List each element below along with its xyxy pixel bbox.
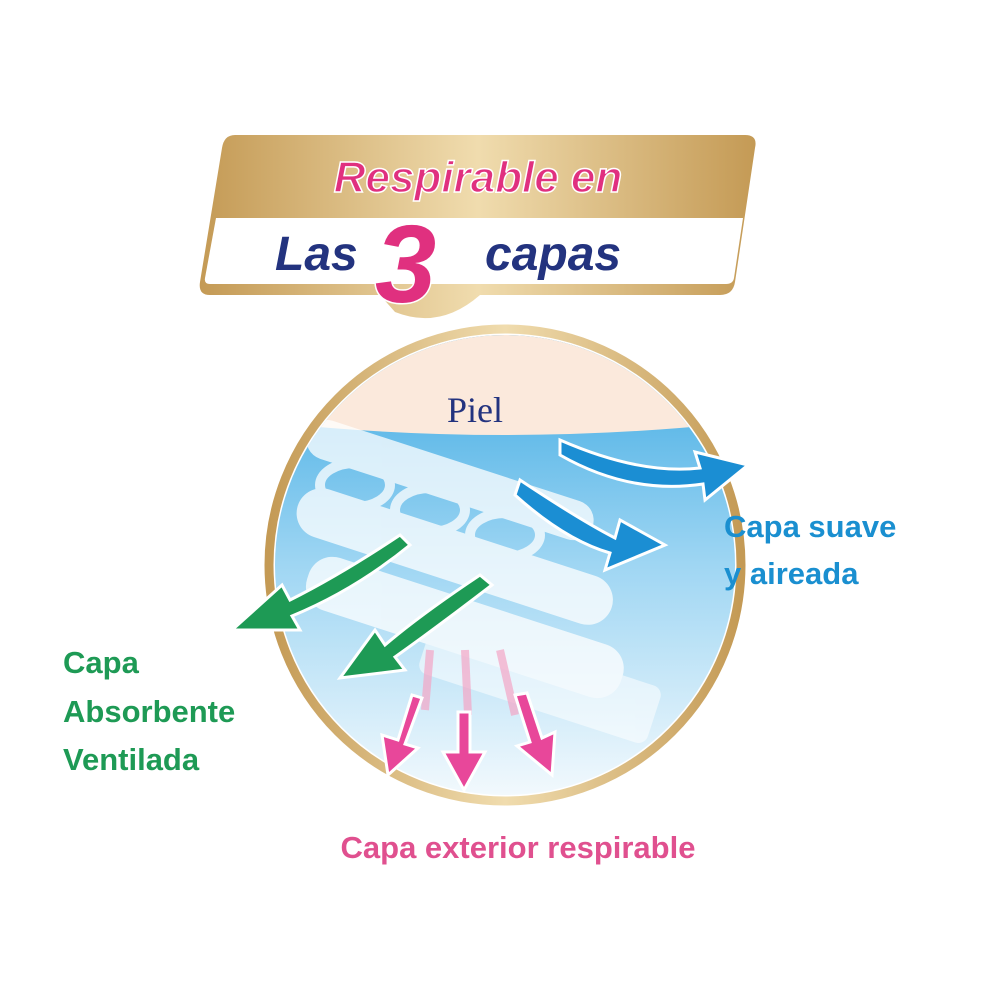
- svg-text:Ventilada: Ventilada: [63, 742, 200, 777]
- layers-circle: Piel: [264, 324, 746, 806]
- svg-text:Capa suave: Capa suave: [724, 509, 896, 544]
- green-arrows: [228, 533, 495, 680]
- diaper-layers-illustration: [275, 335, 735, 744]
- banner-las: Las: [275, 228, 358, 281]
- blue-arrow-icon: [558, 437, 752, 503]
- pink-arrow-icon: [513, 691, 557, 779]
- skin-area: [275, 335, 735, 435]
- svg-text:y aireada: y aireada: [724, 556, 859, 591]
- pink-arrow-icon: [380, 693, 424, 778]
- title-banner: Respirable en Las 3 capas: [199, 135, 756, 328]
- absorbent-layer-label: Capa Absorbente Ventilada: [63, 645, 235, 777]
- svg-text:Absorbente: Absorbente: [63, 694, 235, 729]
- soft-layer-label: Capa suave y aireada: [724, 509, 896, 591]
- green-arrow-icon: [336, 573, 495, 680]
- banner-number: 3: [375, 203, 436, 326]
- svg-text:Capa: Capa: [63, 645, 140, 680]
- pink-arrow-icon: [440, 710, 488, 794]
- banner-line1: Respirable en: [334, 153, 623, 202]
- outer-layer-label: Capa exterior respirable: [341, 830, 696, 865]
- blue-arrow-icon: [513, 477, 669, 573]
- green-arrow-icon: [228, 533, 413, 632]
- banner-capas: capas: [485, 228, 621, 281]
- skin-label: Piel: [447, 390, 503, 430]
- pink-arrows: [380, 691, 557, 794]
- blue-arrows: [513, 437, 752, 573]
